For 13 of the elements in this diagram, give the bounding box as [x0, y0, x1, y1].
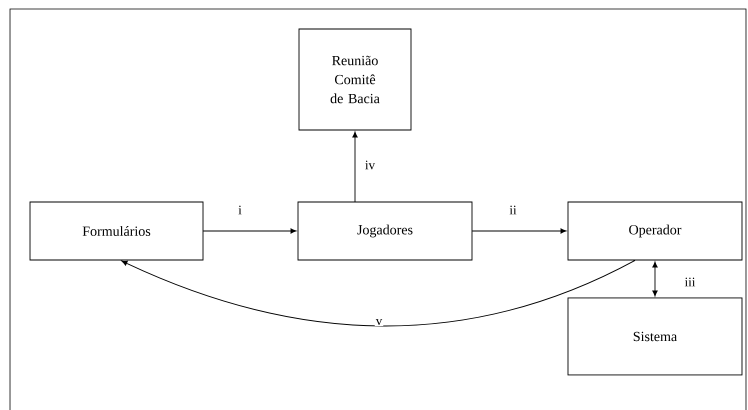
arrow — [472, 228, 566, 234]
arrow — [352, 132, 358, 202]
arrow — [203, 228, 296, 234]
process-box: Reunião Comitê de Bacia — [298, 28, 412, 130]
process-box: Operador — [568, 202, 742, 260]
process-box: Sistema — [568, 298, 742, 376]
edge-label: iii — [684, 276, 696, 288]
arrow — [122, 260, 636, 327]
process-box: Jogadores — [298, 202, 472, 260]
process-box: Formulários — [30, 202, 204, 260]
edge-label: i — [237, 204, 243, 216]
arrow — [652, 262, 658, 296]
edge-label: iv — [364, 160, 376, 170]
